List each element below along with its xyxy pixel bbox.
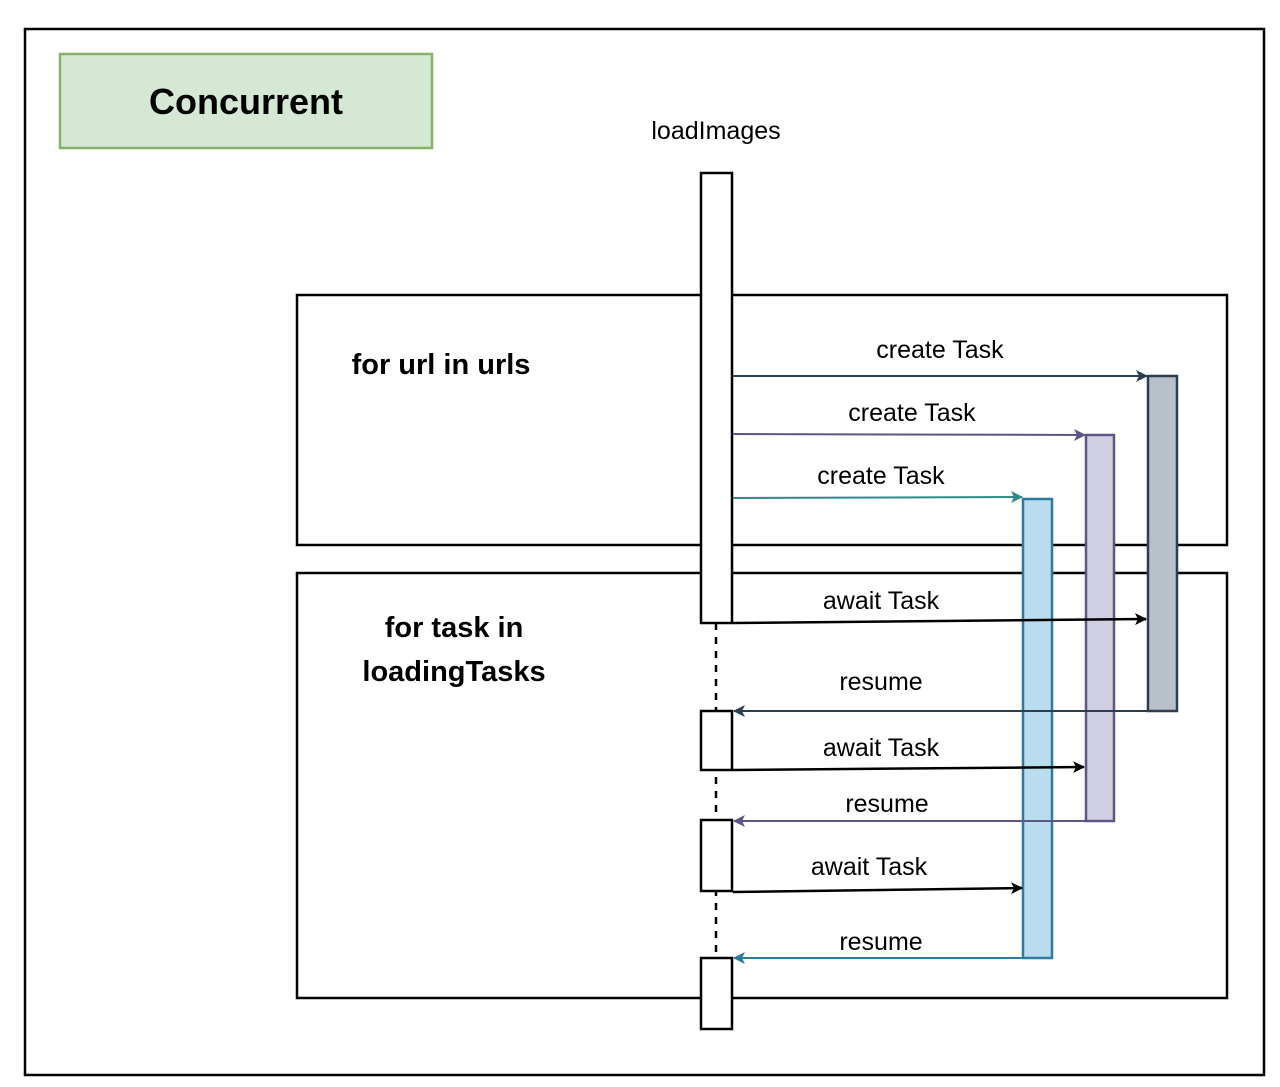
- activation-after-resume-a: [699, 709, 734, 772]
- arrow-create-task-b: [732, 428, 1086, 441]
- label-create-task-b: create Task: [848, 399, 976, 427]
- label-await-task-a: await Task: [823, 587, 940, 615]
- loop-label-urls: for url in urls: [352, 349, 531, 381]
- label-await-task-c: await Task: [811, 853, 928, 881]
- main-activation: [699, 171, 734, 625]
- loop-label-tasks-line2: loadingTasks: [362, 656, 545, 688]
- activation-after-resume-c: [699, 956, 734, 1031]
- arrow-create-task-c: [732, 491, 1023, 504]
- loop-label-tasks-line1: for task in: [385, 612, 524, 644]
- task-activation-c: [1021, 497, 1054, 960]
- loop-frame-tasks: [295, 571, 1229, 1000]
- lifeline-label: loadImages: [651, 117, 780, 145]
- arrow-await-task-b: [732, 761, 1085, 774]
- label-create-task-a: create Task: [876, 336, 1004, 364]
- loop-frame-urls: [295, 293, 1229, 547]
- activation-after-resume-b: [699, 818, 734, 893]
- label-await-task-b: await Task: [823, 734, 940, 762]
- label-resume-c: resume: [839, 928, 922, 956]
- diagram-title: Concurrent: [149, 81, 343, 122]
- title-box: [58, 52, 434, 150]
- label-create-task-c: create Task: [817, 462, 945, 490]
- task-activation-b: [1084, 433, 1116, 823]
- label-resume-a: resume: [839, 668, 922, 696]
- task-activation-a: [1146, 374, 1179, 713]
- arrow-await-task-a: [732, 613, 1147, 626]
- arrow-await-task-c: [732, 882, 1023, 895]
- label-resume-b: resume: [845, 790, 928, 818]
